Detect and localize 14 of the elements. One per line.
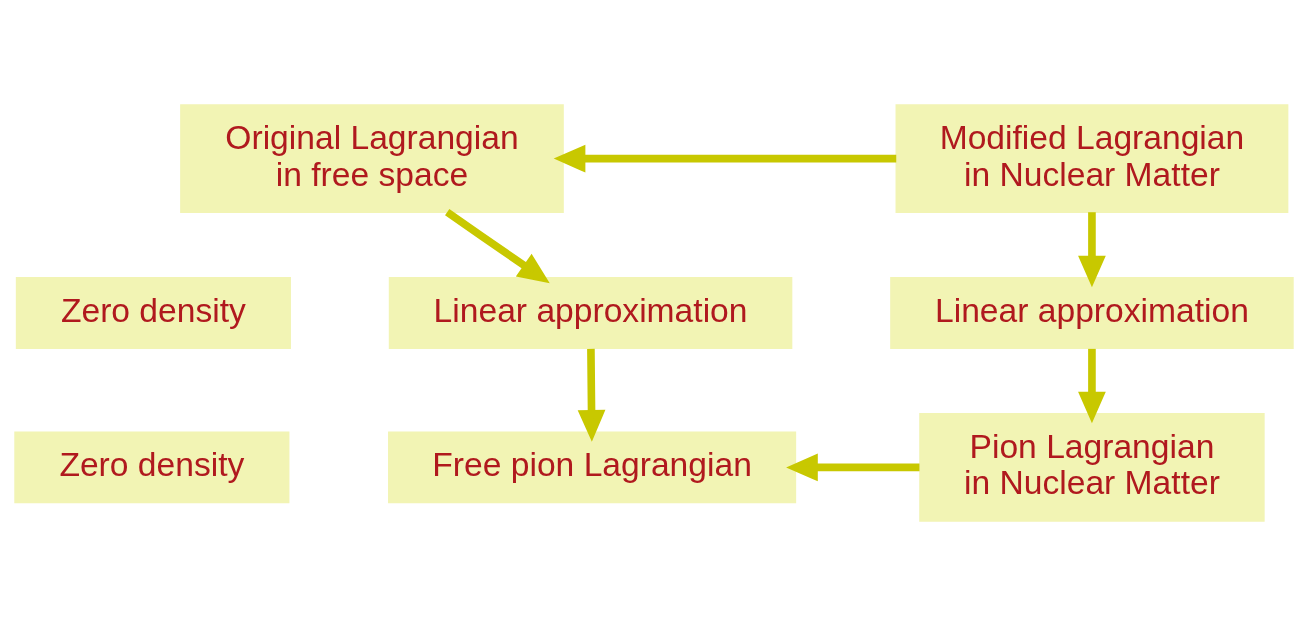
- node-box: Modified Lagrangian in Nuclear Matter: [895, 104, 1289, 213]
- arrow: [786, 453, 920, 482]
- node-box: Zero density: [14, 431, 290, 504]
- arrow: [1078, 348, 1106, 424]
- arrow: [577, 348, 606, 442]
- arrow: [445, 209, 550, 284]
- node-box: Free pion Lagrangian: [388, 431, 797, 504]
- arrow: [553, 144, 897, 173]
- node-box: Original Lagrangian in free space: [180, 104, 564, 213]
- node-box: Linear approximation: [388, 277, 793, 349]
- node-box: Linear approximation: [890, 277, 1294, 349]
- node-box: Zero density: [15, 277, 291, 349]
- node-box: Pion Lagrangian in Nuclear Matter: [919, 413, 1265, 522]
- arrow: [1078, 212, 1106, 288]
